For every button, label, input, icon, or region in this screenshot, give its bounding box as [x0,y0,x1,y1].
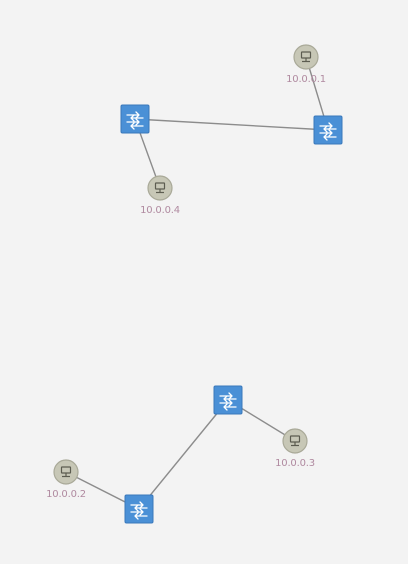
host-node-h2[interactable]: 10.0.0.2 [46,459,86,500]
switch-box [120,104,150,134]
switch-box [124,494,154,524]
host-node-h4[interactable]: 10.0.0.4 [140,175,180,216]
host-node-h1[interactable]: 10.0.0.1 [286,44,326,85]
switch-icon [319,122,337,141]
host-label: 10.0.0.1 [286,74,326,85]
switch-icon [219,392,237,411]
switch-box [313,115,343,145]
host-node-h3[interactable]: 10.0.0.3 [275,428,315,469]
host-label: 10.0.0.2 [46,489,86,500]
link-s3-s4 [138,399,229,510]
host-circle [282,428,308,454]
link-s1-s2 [134,118,329,131]
switch-node-s3[interactable] [213,385,243,415]
switch-node-s4[interactable] [124,494,154,524]
host-icon [300,51,312,63]
nodes-layer: 10.0.0.1 10.0.0.4 10.0.0.3 10.0.0.2 [46,44,343,524]
host-label: 10.0.0.3 [275,458,315,469]
switch-node-s2[interactable] [313,115,343,145]
host-circle [53,459,79,485]
host-label: 10.0.0.4 [140,205,180,216]
host-icon [154,182,166,194]
host-circle [293,44,319,70]
host-circle [147,175,173,201]
switch-box [213,385,243,415]
switch-icon [126,111,144,130]
switch-node-s1[interactable] [120,104,150,134]
host-icon [60,466,72,478]
host-icon [289,435,301,447]
switch-icon [130,501,148,520]
